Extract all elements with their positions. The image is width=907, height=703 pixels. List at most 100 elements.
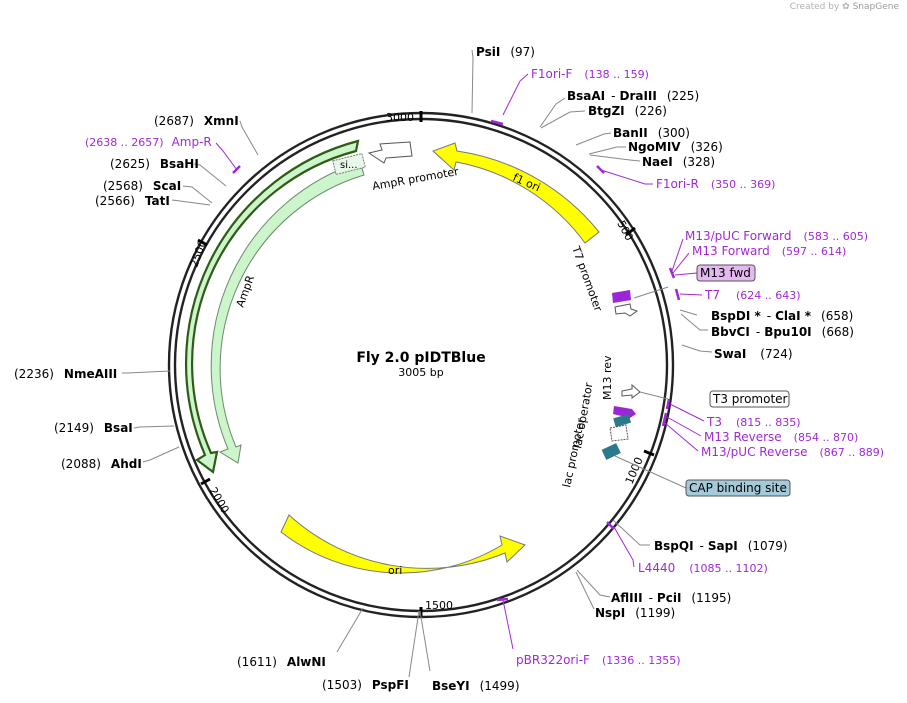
- enzyme-naei[interactable]: NaeI(328): [642, 155, 715, 169]
- leader-ahdi: [142, 446, 180, 463]
- leader-btgzi: [540, 110, 586, 129]
- tick-2500: [197, 238, 208, 247]
- enzyme-afliii-pcii[interactable]: AflIII-PciI(1195): [611, 591, 731, 605]
- primer-f1ori-r[interactable]: F1ori-R(350 .. 369): [656, 177, 775, 191]
- tick-label-1500: 1500: [425, 599, 453, 612]
- primer-mark-m13-fwd: [668, 267, 676, 279]
- leader-l4440: [613, 526, 635, 568]
- feature-ampr-outer[interactable]: [184, 139, 360, 474]
- plasmid-size: 3005 bp: [398, 366, 443, 379]
- tick-500: [625, 226, 636, 237]
- leader-t7: [633, 286, 669, 299]
- enzyme-bseyi[interactable]: BseYI(1499): [432, 679, 520, 693]
- snapgene-logo-icon: ✿: [842, 2, 850, 12]
- leader-m13f: [672, 252, 690, 274]
- feature-f1-ori[interactable]: [432, 142, 600, 244]
- primer-l4440[interactable]: L4440(1085 .. 1102): [638, 561, 768, 575]
- tick-marks: [197, 111, 655, 617]
- leader-bspdi: [679, 309, 698, 316]
- feature-label-m13-rev: M13 rev: [601, 355, 614, 400]
- snapgene-credit: Created by ✿ SnapGene: [790, 2, 899, 12]
- credit-prefix: Created by: [789, 2, 840, 12]
- enzyme-ngomiv[interactable]: NgoMIV(326): [628, 140, 723, 154]
- enzyme-psii[interactable]: PsiI(97): [476, 45, 535, 59]
- enzyme-btgzi[interactable]: BtgZI(226): [588, 104, 667, 118]
- leader-tati: [171, 199, 211, 206]
- feature-signal[interactable]: [332, 152, 366, 176]
- leader-naei: [589, 154, 641, 162]
- feature-t3-promoter[interactable]: [621, 383, 641, 399]
- enzyme-bspqi-sapi[interactable]: BspQI-SapI(1079): [654, 539, 788, 553]
- enzyme-tati[interactable]: (2566)TatI: [95, 194, 170, 208]
- primer-mark-t7: [674, 288, 681, 301]
- feature-ampr-promoter[interactable]: [367, 141, 413, 164]
- enzyme-bbvci-bpu10i[interactable]: BbvCI-Bpu10I(668): [711, 325, 854, 339]
- enzyme-bsaai[interactable]: BsaAI-DraIII(225): [567, 89, 699, 103]
- leader-f1ori-f: [502, 73, 529, 116]
- feature-m13-rev[interactable]: [613, 406, 636, 418]
- primer-f1ori-f[interactable]: F1ori-F(138 .. 159): [531, 67, 649, 81]
- leader-alwni: [336, 607, 364, 653]
- tick-1000: [643, 449, 655, 457]
- leader-f1ori-r: [600, 169, 653, 185]
- leader-m13puc-r: [664, 422, 699, 452]
- leader-amp-r: [215, 142, 238, 171]
- primer-pbr322ori-f[interactable]: pBR322ori-F(1336 .. 1355): [516, 653, 681, 667]
- credit-brand: SnapGene: [852, 2, 899, 12]
- leader-pbr322: [502, 599, 514, 650]
- leader-lines: [122, 49, 713, 678]
- leader-nspi: [575, 571, 595, 610]
- feature-label-ori: ori: [388, 564, 402, 577]
- enzyme-alwni[interactable]: (1611)AlwNI: [237, 655, 326, 669]
- feature-t7-primer[interactable]: [612, 290, 631, 303]
- feature-label-signal: si...: [340, 160, 358, 171]
- enzyme-nspi[interactable]: NspI(1199): [595, 606, 675, 620]
- enzyme-swai[interactable]: SwaI(724): [714, 347, 793, 361]
- enzyme-xmni[interactable]: (2687)XmnI: [154, 114, 239, 128]
- tick-label-2500: 2500: [188, 238, 210, 269]
- primer-m13puc-forward[interactable]: M13/pUC Forward(583 .. 605): [685, 229, 868, 243]
- cap-binding-box[interactable]: [685, 479, 791, 497]
- tick-label-2000: 2000: [206, 485, 231, 516]
- leader-psii: [471, 49, 474, 114]
- feature-t7-promoter[interactable]: [614, 303, 639, 317]
- leader-bsaai: [539, 97, 566, 128]
- enzyme-scai[interactable]: (2568)ScaI: [103, 179, 181, 193]
- primer-t7[interactable]: T7(624 .. 643): [704, 288, 801, 302]
- primer-t3[interactable]: T3(815 .. 835): [706, 415, 801, 429]
- primer-mark-f1ori-r: [596, 165, 605, 174]
- leader-scai: [182, 185, 213, 204]
- primer-m13-forward[interactable]: M13 Forward(597 .. 614): [692, 244, 846, 258]
- primer-m13-reverse[interactable]: M13 Reverse(854 .. 870): [704, 430, 858, 444]
- leader-bseyi: [419, 610, 431, 672]
- leader-nmeaiii: [122, 370, 171, 374]
- leader-afliii: [576, 569, 611, 598]
- enzyme-ahdi[interactable]: (2088)AhdI: [61, 457, 142, 471]
- feature-cap-box[interactable]: [601, 443, 621, 460]
- feature-ori[interactable]: [280, 514, 526, 574]
- feature-ampr[interactable]: [210, 161, 365, 464]
- plasmid-name: Fly 2.0 pIDTBlue: [356, 350, 485, 366]
- enzyme-bsai[interactable]: (2149)BsaI: [54, 421, 133, 435]
- t3-promoter-label: T3 promoter: [712, 392, 788, 406]
- leader-xmni: [239, 120, 259, 156]
- primer-mark-pbr322: [496, 597, 509, 602]
- enzyme-bspdi-clai[interactable]: BspDI *-ClaI *(658): [711, 309, 853, 323]
- enzyme-pspfi[interactable]: (1503)PspFI: [322, 678, 409, 692]
- primer-amp-r[interactable]: (2638 .. 2657)Amp-R: [85, 135, 212, 149]
- feature-lac-operator[interactable]: [613, 413, 632, 428]
- primer-leader-lines: [215, 73, 705, 650]
- enzyme-banii[interactable]: BanII(300): [613, 126, 690, 140]
- enzyme-nmeaiii[interactable]: (2236)NmeAIII: [14, 367, 117, 381]
- m13-fwd-box[interactable]: [696, 264, 756, 282]
- enzyme-bsahi[interactable]: (2625)BsaHI: [110, 157, 199, 171]
- leader-m13r: [666, 416, 702, 437]
- leader-bbvci: [680, 313, 708, 331]
- feature-lac-promoter-arrow[interactable]: [609, 424, 629, 442]
- primer-m13puc-reverse[interactable]: M13/pUC Reverse(867 .. 889): [701, 445, 884, 459]
- t3-promoter-box[interactable]: [709, 390, 790, 408]
- enzyme-labels: PsiI(97) BsaAI-DraIII(225) BtgZI(226) Ba…: [14, 45, 854, 693]
- leader-banii: [575, 132, 612, 146]
- leader-bsahi: [193, 163, 227, 187]
